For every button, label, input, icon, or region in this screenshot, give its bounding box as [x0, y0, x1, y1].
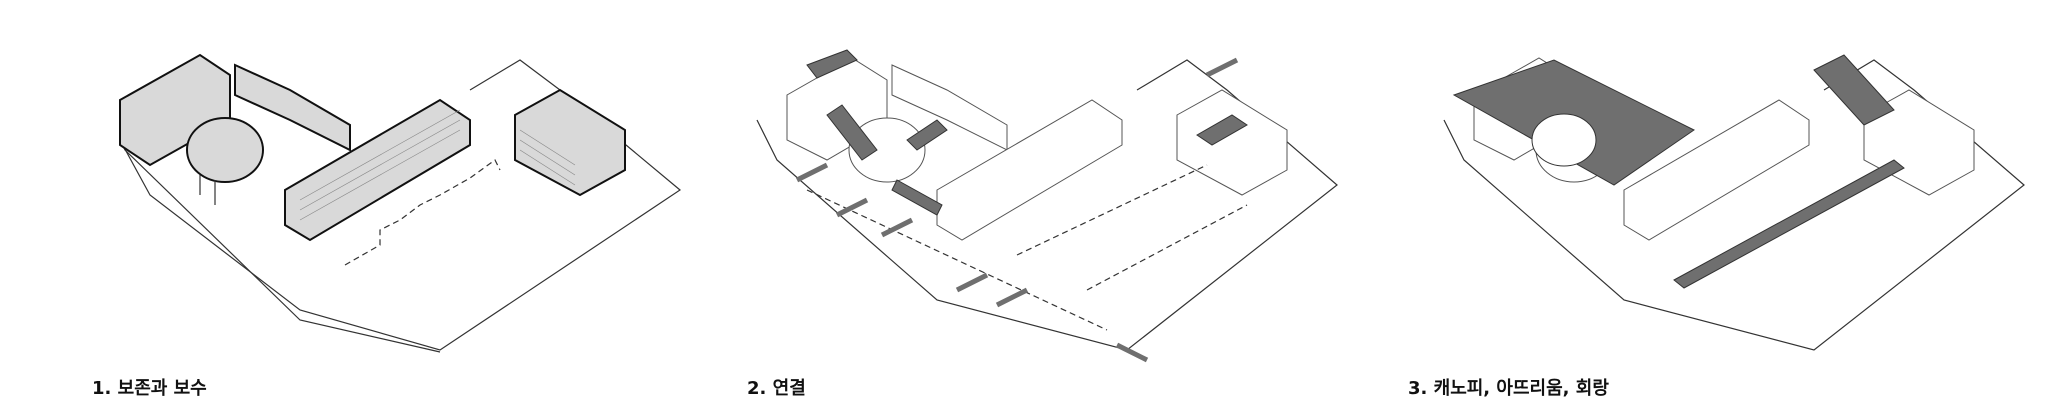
lower-connector [891, 179, 943, 216]
diagram-preservation [119, 53, 682, 353]
long-slab-building [284, 98, 471, 242]
site-outline [1443, 59, 2025, 351]
roof-connector [806, 49, 858, 79]
corridor-roof [1673, 159, 1905, 289]
arrow-icon [795, 57, 1239, 363]
caption-panel-2: 2. 연결 [747, 378, 806, 399]
building-mid-block [234, 63, 351, 152]
caption-panel-1: 1. 보존과 보수 [92, 378, 207, 399]
site-outline [756, 59, 1338, 351]
atrium-roof [1813, 54, 1895, 126]
panel-connection: 2. 연결 [687, 0, 1374, 410]
panel-preservation: 1. 보존과 보수 [0, 0, 687, 410]
bridge-connector-left [826, 104, 878, 161]
panel-canopy: 3. 캐노피, 아뜨리움, 회랑 [1374, 0, 2061, 410]
caption-panel-3: 3. 캐노피, 아뜨리움, 회랑 [1408, 378, 1609, 399]
building-right-block [514, 88, 626, 197]
site-outline [119, 59, 682, 351]
dashed-path [344, 159, 501, 266]
diagram-connection [756, 49, 1338, 363]
right-roof-connector [1196, 114, 1248, 146]
round-building [186, 117, 264, 183]
diagram-canopy [1443, 54, 2025, 351]
bridge-connector-right [906, 119, 948, 151]
